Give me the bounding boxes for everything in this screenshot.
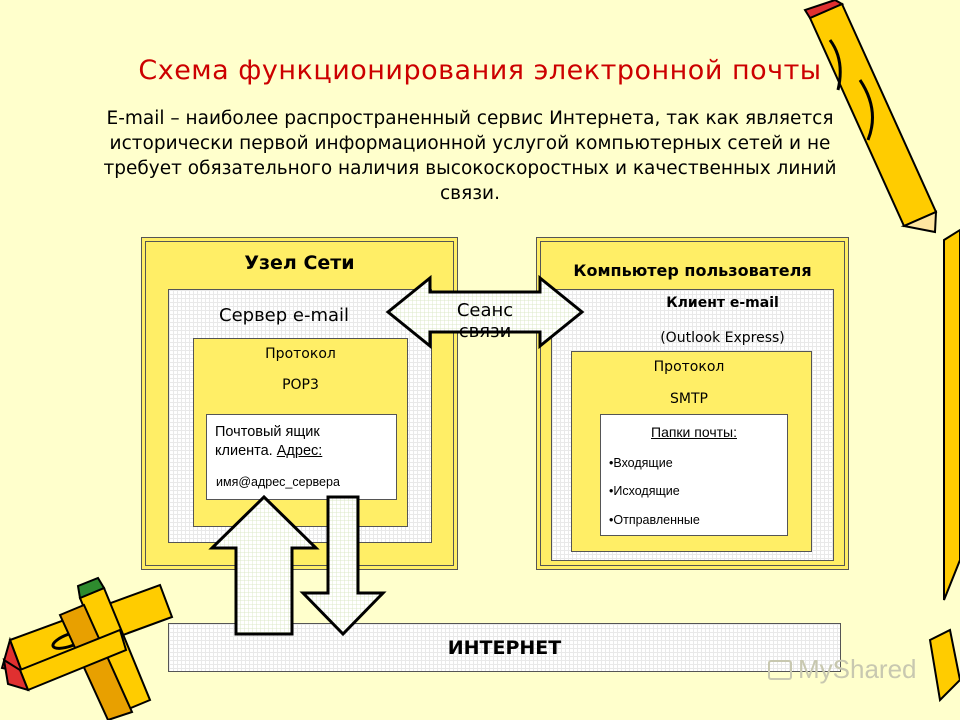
intro-text: E-mail – наиболее распространенный серви… <box>103 108 837 204</box>
mail-folder-inbox: •Входящие <box>609 456 673 470</box>
mail-client-app: (Outlook Express) <box>660 330 785 346</box>
user-computer-title: Компьютер пользователя <box>573 261 812 280</box>
internet-label: ИНТЕРНЕТ <box>447 637 562 659</box>
watermark-text: MyShared <box>798 654 917 684</box>
mailbox-address-label: Адрес: <box>276 443 323 459</box>
pop3-protocol-label: Протокол <box>265 346 336 362</box>
mail-server-label: Сервер e-mail <box>219 305 350 326</box>
watermark-logo-icon <box>768 660 792 680</box>
down-arrow <box>299 495 387 637</box>
smtp-protocol-label: Протокол <box>653 359 725 375</box>
pencil-icon-bottom-left <box>0 576 174 720</box>
mailbox-box: Почтовый ящик клиента. Адрес: имя@адрес_… <box>206 414 397 500</box>
mail-folder-sent: •Отправленные <box>609 513 700 527</box>
pencil-icon-right-edge <box>928 228 960 703</box>
page-title: Схема функционирования электронной почты <box>138 55 822 86</box>
up-arrow <box>208 494 320 636</box>
session-label: Сеанс связи <box>456 300 514 342</box>
mail-folders-title: Папки почты: <box>651 424 737 440</box>
smtp-protocol-name: SMTP <box>670 391 708 407</box>
mailbox-line2: клиента. Адрес: <box>215 443 323 459</box>
mail-folder-outbox: •Исходящие <box>609 484 680 498</box>
session-double-arrow <box>385 274 585 350</box>
mailbox-line1: Почтовый ящик <box>215 424 320 440</box>
network-node-title: Узел Сети <box>244 252 355 274</box>
pencil-icon-top-right <box>803 0 938 234</box>
pop3-protocol-name: POP3 <box>282 377 319 393</box>
mail-client-label: Клиент e-mail <box>666 295 779 311</box>
mailbox-address: имя@адрес_сервера <box>216 475 340 489</box>
mail-folders-box: Папки почты: •Входящие •Исходящие •Отпра… <box>600 414 788 536</box>
